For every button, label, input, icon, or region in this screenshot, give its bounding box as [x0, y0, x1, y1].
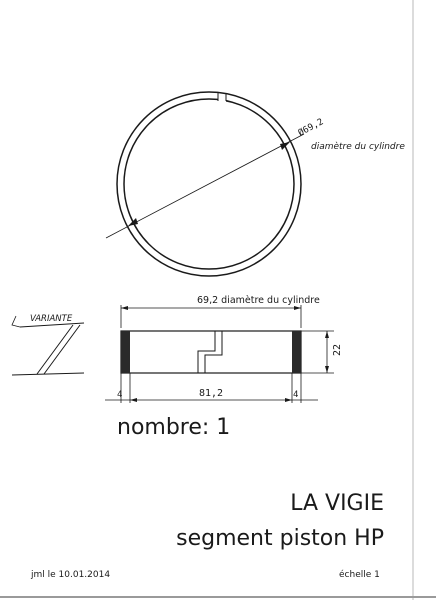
ring-wall-right — [292, 331, 301, 373]
variant-bottom-line — [11, 372, 85, 376]
author-date: jml le 10.01.2014 — [30, 570, 110, 580]
title-line-2: segment piston HP — [176, 526, 384, 551]
ring-top-view: Ø69,2 diamètre du cylindre — [105, 91, 405, 277]
bottom-dim-arrow-right — [285, 398, 292, 402]
gap-step-right — [204, 331, 223, 373]
top-dim-arrow-left — [121, 306, 128, 310]
title-line-1: LA VIGIE — [290, 491, 384, 516]
diameter-arrow-right — [280, 142, 290, 150]
variant-cut-a — [36, 324, 74, 375]
ring-gap — [218, 97, 226, 105]
height-dim-arrow-bottom — [325, 366, 329, 373]
right-thickness-label: 4 — [293, 390, 298, 400]
variant-arrow — [11, 315, 21, 328]
ring-wall-left — [121, 331, 130, 373]
left-thickness-label: 4 — [117, 390, 122, 400]
diameter-label: Ø69,2 — [296, 116, 325, 138]
diameter-note: diamètre du cylindre — [311, 141, 405, 152]
top-dim-label: 69,2 diamètre du cylindre — [197, 295, 320, 306]
variant-cut-b — [43, 324, 81, 375]
center-length-label: 81,2 — [199, 388, 223, 399]
ring-inner-circle — [123, 98, 295, 270]
ring-outer-circle — [116, 91, 302, 277]
gap-step-left — [197, 331, 216, 373]
variant-sketch: VARIANTE — [11, 314, 85, 376]
diameter-dimension-line — [105, 133, 305, 239]
height-dim-arrow-top — [325, 331, 329, 338]
top-dim-arrow-right — [294, 306, 301, 310]
variant-label: VARIANTE — [30, 314, 73, 324]
ring-side-view: 69,2 diamètre du cylindre 22 4 81,2 4 VA… — [11, 295, 343, 403]
scale-label: échelle 1 — [339, 569, 380, 580]
bottom-dim-arrow-left — [130, 398, 137, 402]
quantity-text: nombre: 1 — [117, 415, 230, 440]
height-dim-label: 22 — [332, 344, 343, 356]
ring-body-outline — [120, 330, 302, 374]
variant-top-line — [19, 322, 85, 328]
diameter-arrow-left — [128, 218, 138, 226]
